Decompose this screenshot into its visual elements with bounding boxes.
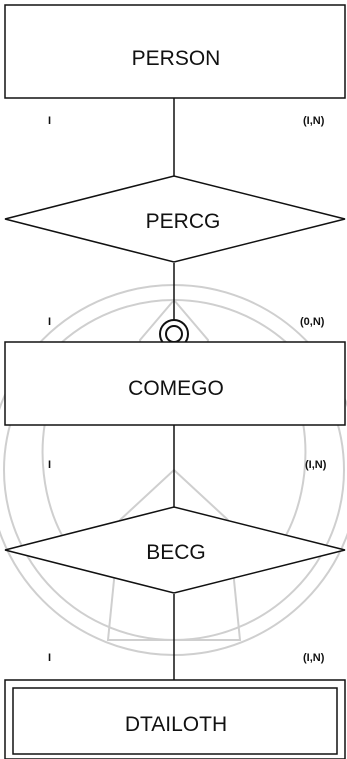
relationship-becg-label: BECG <box>146 541 206 564</box>
cardinality-person-percg-left: I <box>48 115 51 127</box>
cardinality-comego-becg-left: I <box>48 459 51 471</box>
cardinality-becg-dtailoth-right: (I,N) <box>303 652 325 664</box>
entity-dtailoth: DTAILOTH <box>4 679 346 759</box>
relationship-percg-label: PERCG <box>146 210 221 233</box>
cardinality-comego-becg-right: (I,N) <box>305 459 327 471</box>
relationship-percg: PERCG <box>4 175 346 263</box>
entity-dtailoth-label: DTAILOTH <box>125 713 227 736</box>
entity-comego: COMEGO <box>4 341 346 426</box>
cardinality-percg-comego-left: I <box>48 316 51 328</box>
entity-person: PERSON <box>4 4 346 99</box>
cardinality-becg-dtailoth-left: I <box>48 652 51 664</box>
relationship-becg: BECG <box>4 506 346 594</box>
cardinality-percg-comego-right: (0,N) <box>300 316 325 328</box>
entity-comego-label: COMEGO <box>128 377 224 400</box>
entity-person-label: PERSON <box>132 47 221 70</box>
cardinality-person-percg-right: (I,N) <box>303 115 325 127</box>
double-circle-marker <box>159 319 189 349</box>
